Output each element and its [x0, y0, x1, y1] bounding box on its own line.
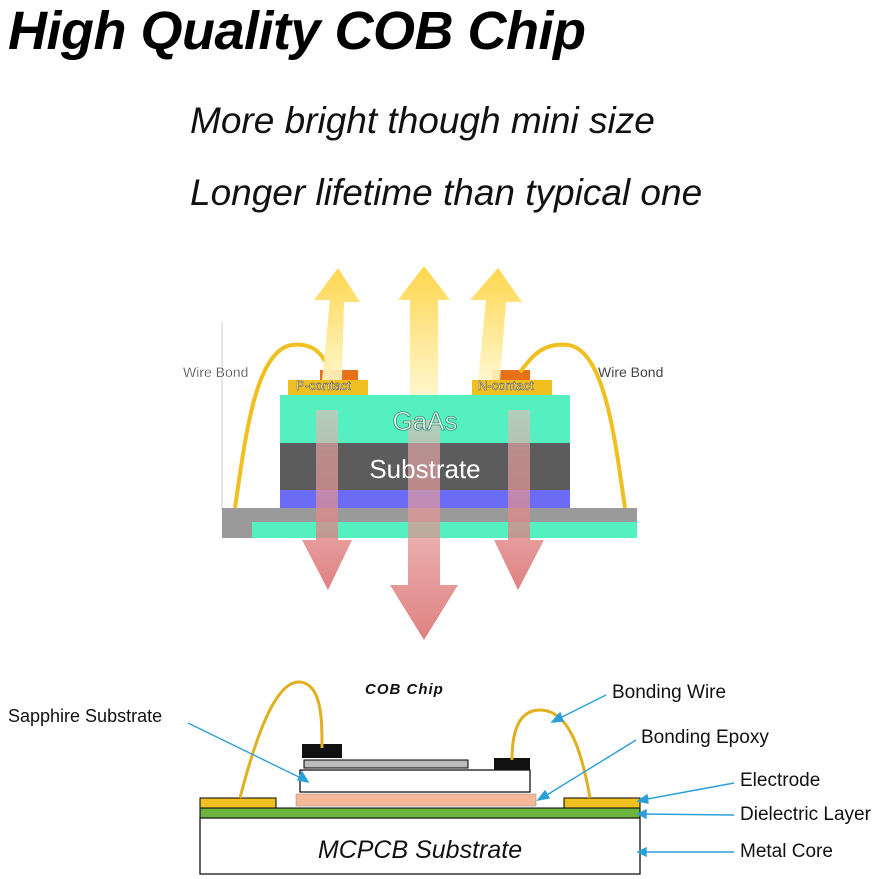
light-down-arrow-left: [302, 410, 352, 590]
bonding-wire-left: [238, 680, 324, 799]
gaas-layer: [280, 395, 570, 443]
chip-pad-right: [494, 758, 530, 770]
p-contact-pad: [320, 370, 358, 380]
leader-bonding-epoxy: [541, 739, 637, 799]
electrode-label: Electrode: [740, 770, 820, 791]
electrode-left: [199, 797, 277, 809]
base-pad-left: [222, 508, 252, 538]
cob-chip-label: COB Chip: [365, 681, 444, 698]
light-up-arrow-center: [398, 266, 450, 395]
base-green-strip: [252, 522, 637, 538]
gaas-label: GaAs: [392, 406, 457, 436]
dielectric-layer: [199, 807, 641, 819]
bonding-wire-right: [510, 708, 592, 799]
base-plate: [252, 508, 637, 522]
tagline-lifetime: Longer lifetime than typical one: [190, 172, 703, 213]
leader-sapphire: [187, 722, 306, 781]
bonding-epoxy: [295, 793, 537, 807]
wire-bond-left-label: Wire Bond: [183, 364, 248, 380]
wire-bond-left: [233, 342, 332, 509]
sapphire-substrate-label: Sapphire Substrate: [8, 706, 162, 726]
leader-dielectric: [641, 813, 735, 816]
headline: High Quality COB Chip: [8, 1, 586, 61]
mcpcb-substrate-label: MCPCB Substrate: [318, 836, 522, 864]
chip-pad-left: [302, 744, 342, 758]
blue-layer: [280, 490, 570, 508]
bonding-wire-label: Bonding Wire: [612, 682, 726, 703]
wire-bond-right-label: Wire Bond: [598, 364, 663, 380]
substrate-layer: [280, 443, 570, 490]
sapphire-substrate-block: [299, 769, 531, 793]
light-down-arrow-center: [390, 420, 458, 640]
electrode-right: [563, 797, 641, 809]
light-up-arrow-right: [470, 268, 522, 380]
dielectric-layer-label: Dielectric Layer: [740, 804, 872, 825]
leader-electrode: [641, 782, 735, 801]
substrate-label: Substrate: [369, 454, 480, 484]
chip-active-layer: [303, 759, 469, 769]
metal-core-label: Metal Core: [740, 841, 833, 862]
wire-bond-right: [518, 342, 627, 509]
leader-bonding-wire: [555, 694, 607, 721]
light-down-arrow-right: [494, 410, 544, 590]
light-up-arrow-left: [314, 268, 360, 380]
mcpcb-substrate-block: [199, 817, 641, 875]
n-contact-pad: [492, 370, 530, 380]
bonding-epoxy-label: Bonding Epoxy: [641, 727, 769, 748]
n-contact-gold: [472, 380, 552, 395]
p-contact-label: P-contact: [296, 378, 351, 393]
n-contact-label: N-contact: [478, 378, 534, 393]
p-contact-gold: [288, 380, 368, 395]
tagline-brightness: More bright though mini size: [190, 100, 655, 141]
